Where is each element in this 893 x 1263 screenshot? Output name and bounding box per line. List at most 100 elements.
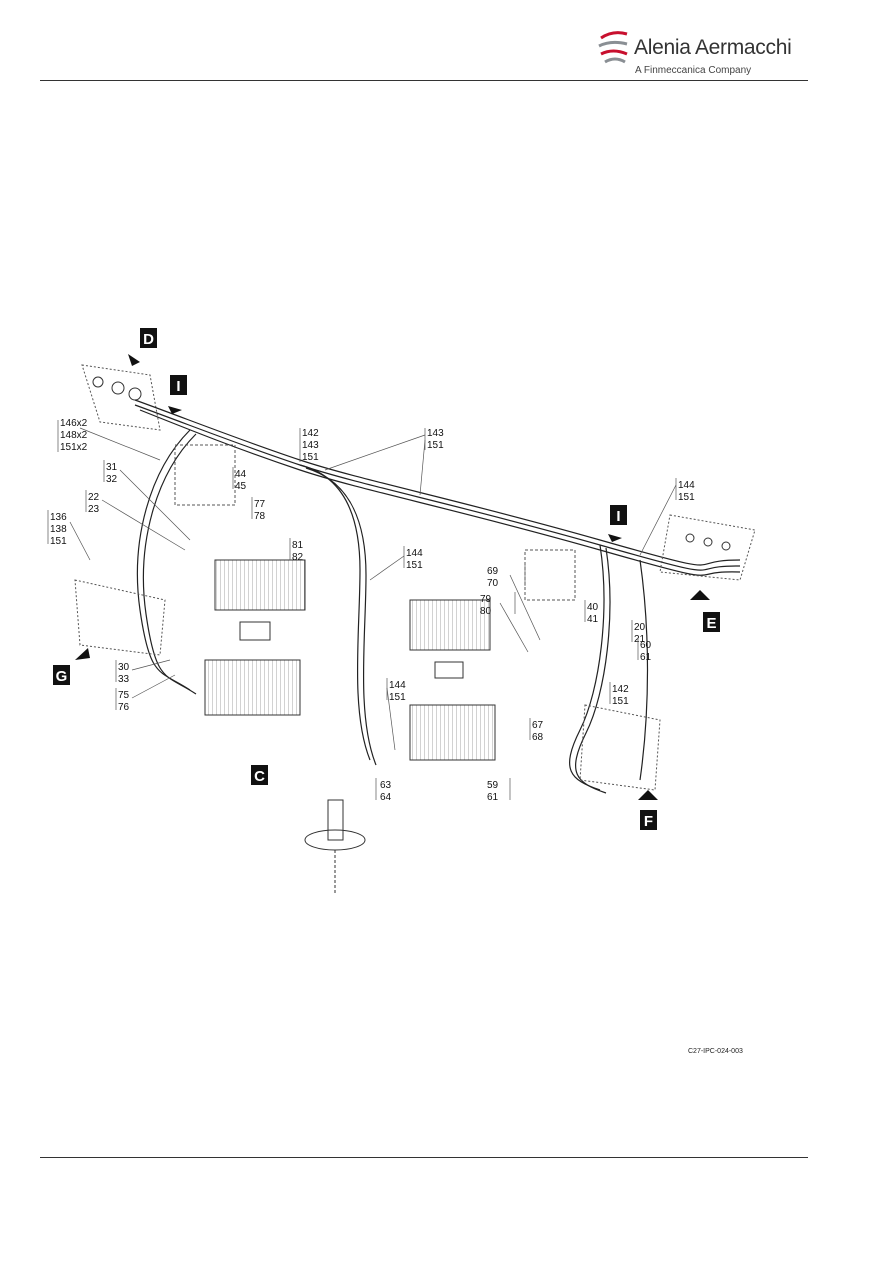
callout-81: 81 82 bbox=[289, 538, 304, 563]
svg-text:41: 41 bbox=[587, 614, 599, 625]
callout-144-c: 144 151 bbox=[386, 678, 406, 751]
view-letter-e: E bbox=[690, 590, 720, 632]
svg-text:151: 151 bbox=[389, 692, 406, 703]
callout-40: 40 41 bbox=[584, 600, 599, 625]
svg-text:142: 142 bbox=[612, 684, 629, 695]
svg-text:143: 143 bbox=[302, 440, 319, 451]
panel-g bbox=[74, 579, 166, 656]
logo-tagline: A Finmeccanica Company bbox=[635, 65, 752, 76]
svg-text:68: 68 bbox=[532, 732, 544, 743]
svg-text:151: 151 bbox=[427, 440, 444, 451]
svg-text:80: 80 bbox=[480, 606, 492, 617]
svg-text:148x2: 148x2 bbox=[60, 430, 88, 441]
view-letter-c: C bbox=[251, 765, 268, 785]
svg-text:21: 21 bbox=[634, 634, 646, 645]
callout-146: 146x2 148x2 151x2 bbox=[57, 418, 161, 461]
main-harness bbox=[134, 399, 741, 794]
svg-text:136: 136 bbox=[50, 512, 67, 523]
svg-text:31: 31 bbox=[106, 462, 118, 473]
callout-44: 44 45 bbox=[232, 467, 247, 492]
svg-text:I: I bbox=[616, 508, 620, 525]
callout-142-a: 142 143 151 bbox=[299, 428, 319, 463]
svg-text:67: 67 bbox=[532, 720, 544, 731]
svg-text:23: 23 bbox=[88, 504, 100, 515]
callout-60: 60 61 bbox=[637, 638, 652, 663]
svg-text:151: 151 bbox=[302, 452, 319, 463]
callout-136: 136 138 151 bbox=[47, 510, 91, 561]
svg-text:144: 144 bbox=[406, 548, 423, 559]
callout-31: 31 32 bbox=[103, 460, 191, 541]
view-letter-i-left: I bbox=[168, 375, 187, 414]
svg-text:151: 151 bbox=[678, 492, 695, 503]
svg-text:59: 59 bbox=[487, 780, 499, 791]
svg-text:G: G bbox=[56, 668, 68, 685]
svg-text:30: 30 bbox=[118, 662, 130, 673]
callout-142-b: 142 151 bbox=[609, 682, 629, 707]
svg-text:151: 151 bbox=[50, 536, 67, 547]
svg-text:151: 151 bbox=[406, 560, 423, 571]
svg-text:45: 45 bbox=[235, 481, 247, 492]
svg-text:77: 77 bbox=[254, 499, 266, 510]
svg-text:63: 63 bbox=[380, 780, 392, 791]
callout-144-a: 144 151 bbox=[639, 478, 695, 556]
svg-text:32: 32 bbox=[106, 474, 118, 485]
svg-text:81: 81 bbox=[292, 540, 304, 551]
svg-text:D: D bbox=[143, 331, 154, 348]
svg-text:142: 142 bbox=[302, 428, 319, 439]
view-letter-f: F bbox=[638, 790, 658, 830]
svg-text:22: 22 bbox=[88, 492, 100, 503]
callout-144-b: 144 151 bbox=[369, 546, 423, 581]
callout-79: 79 80 bbox=[480, 592, 529, 653]
callout-30: 30 33 bbox=[115, 659, 171, 685]
antenna-base bbox=[304, 799, 366, 895]
wiring-harness-drawing: D I I E F G C bbox=[47, 328, 756, 895]
svg-text:61: 61 bbox=[640, 652, 652, 663]
svg-text:44: 44 bbox=[235, 469, 247, 480]
exploded-diagram: D I I E F G C bbox=[40, 310, 800, 910]
svg-text:75: 75 bbox=[118, 690, 130, 701]
drawing-id: C27-IPC-024-003 bbox=[688, 1048, 743, 1055]
header-divider bbox=[40, 80, 808, 81]
svg-text:144: 144 bbox=[678, 480, 695, 491]
equipment-boxes bbox=[174, 444, 576, 761]
svg-text:20: 20 bbox=[634, 622, 646, 633]
callout-75: 75 76 bbox=[115, 674, 176, 713]
svg-text:64: 64 bbox=[380, 792, 392, 803]
svg-text:78: 78 bbox=[254, 511, 266, 522]
svg-text:82: 82 bbox=[292, 552, 304, 563]
svg-text:61: 61 bbox=[487, 792, 499, 803]
footer-divider bbox=[40, 1157, 808, 1158]
svg-text:E: E bbox=[706, 615, 716, 632]
svg-text:60: 60 bbox=[640, 640, 652, 651]
svg-text:I: I bbox=[176, 378, 180, 395]
svg-text:40: 40 bbox=[587, 602, 599, 613]
panel-e bbox=[659, 514, 756, 581]
svg-text:76: 76 bbox=[118, 702, 130, 713]
svg-text:144: 144 bbox=[389, 680, 406, 691]
svg-text:33: 33 bbox=[118, 674, 130, 685]
callout-20: 20 21 bbox=[631, 620, 646, 645]
logo-name: Alenia Aermacchi bbox=[634, 36, 792, 59]
svg-text:F: F bbox=[644, 813, 653, 830]
svg-text:69: 69 bbox=[487, 566, 499, 577]
callout-77: 77 78 bbox=[251, 497, 266, 522]
svg-text:151: 151 bbox=[612, 696, 629, 707]
callout-143: 143 151 bbox=[324, 428, 444, 496]
svg-text:143: 143 bbox=[427, 428, 444, 439]
view-letter-i-right: I bbox=[608, 505, 627, 542]
svg-text:79: 79 bbox=[480, 594, 492, 605]
svg-text:146x2: 146x2 bbox=[60, 418, 88, 429]
callout-63: 63 64 bbox=[375, 778, 392, 803]
callout-59: 59 61 bbox=[487, 778, 511, 803]
logo-emblem-icon bbox=[598, 31, 628, 64]
callout-69: 69 70 bbox=[487, 564, 541, 641]
view-letter-g: G bbox=[53, 648, 90, 685]
svg-text:138: 138 bbox=[50, 524, 67, 535]
svg-text:70: 70 bbox=[487, 578, 499, 589]
view-letter-d: D bbox=[128, 328, 157, 366]
callout-67: 67 68 bbox=[529, 718, 544, 743]
panel-d bbox=[81, 364, 161, 431]
svg-text:151x2: 151x2 bbox=[60, 442, 88, 453]
company-logo: Alenia Aermacchi A Finmeccanica Company bbox=[597, 26, 797, 80]
callout-22: 22 23 bbox=[85, 490, 186, 551]
